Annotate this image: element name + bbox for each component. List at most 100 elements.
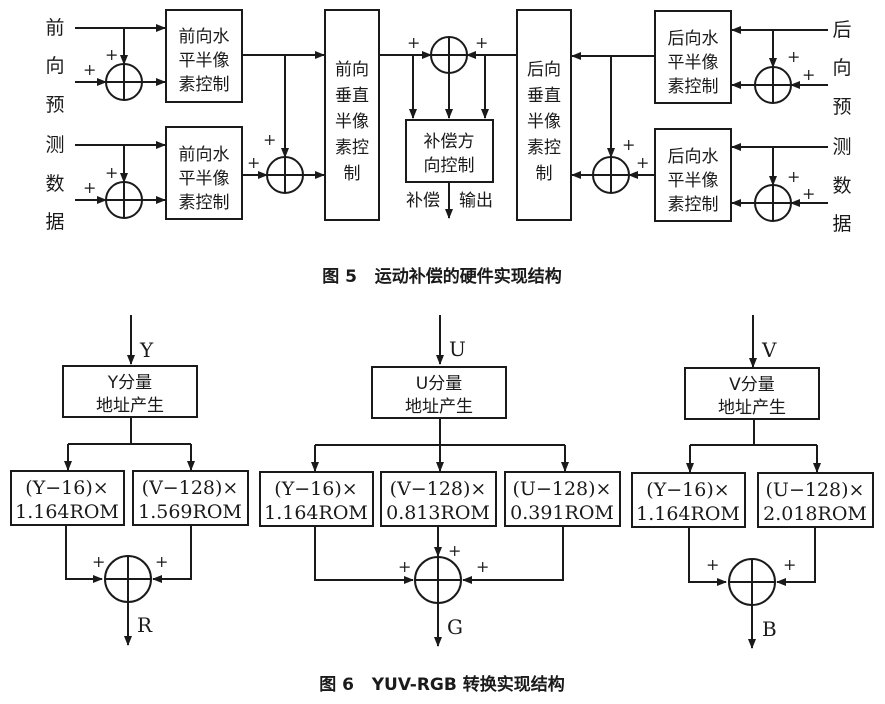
arrow bbox=[65, 525, 103, 583]
rom-text: (V−128)× bbox=[390, 478, 487, 500]
rom-block bbox=[631, 472, 746, 528]
block-text: 前向 bbox=[335, 60, 369, 80]
block-text: 向控制 bbox=[424, 156, 475, 176]
plus-sign: + bbox=[448, 541, 461, 560]
rom-text: 0.391ROM bbox=[510, 502, 614, 524]
adder-icon bbox=[266, 156, 304, 194]
block-text: 地址产生 bbox=[405, 397, 473, 417]
rom-block bbox=[757, 472, 874, 528]
rom-text: 1.164ROM bbox=[15, 501, 119, 523]
fwd-char: 数 bbox=[45, 173, 64, 195]
plus-sign: + bbox=[787, 167, 800, 186]
adder-icon bbox=[592, 156, 630, 194]
adder-icon bbox=[754, 184, 792, 222]
figure-6-caption: 图 6 YUV-RGB 转换实现结构 bbox=[319, 674, 565, 695]
plus-sign: + bbox=[475, 33, 488, 52]
figure-5: 前 向 预 测 数 据 后 向 预 测 数 据 + bbox=[45, 9, 852, 287]
adder-icon bbox=[105, 181, 143, 219]
bwd-merge-path: + + bbox=[571, 52, 654, 194]
output-label-right: 输出 bbox=[459, 191, 493, 211]
plus-sign: + bbox=[83, 60, 96, 79]
bwd-bottom-path: + + bbox=[731, 143, 828, 222]
arrow bbox=[688, 527, 727, 586]
plus-sign: + bbox=[622, 135, 635, 154]
rom-text: 2.018ROM bbox=[763, 503, 867, 525]
plus-sign: + bbox=[92, 552, 105, 571]
block-text: 后向 bbox=[527, 60, 561, 80]
bwd-char: 后 bbox=[832, 19, 851, 41]
fwd-char: 据 bbox=[45, 211, 64, 233]
plus-sign: + bbox=[247, 153, 260, 172]
plus-sign: + bbox=[105, 163, 118, 182]
fwd-bottom-path: + + bbox=[75, 141, 166, 219]
block-text: 素控 bbox=[335, 138, 369, 158]
arrow bbox=[314, 526, 414, 584]
rom-text: (U−128)× bbox=[513, 478, 612, 500]
fwd-char: 前 bbox=[45, 17, 64, 39]
block-text: 素控制 bbox=[179, 193, 230, 213]
figure-6: Y Y分量 地址产生 (Y−16)× 1.164ROM (V−128)× 1.5… bbox=[10, 315, 874, 695]
rom-block bbox=[380, 471, 497, 527]
bwd-char: 数 bbox=[832, 175, 851, 197]
plus-sign: + bbox=[706, 555, 719, 574]
plus-sign: + bbox=[105, 45, 118, 64]
rom-block bbox=[504, 471, 621, 527]
plus-sign: + bbox=[802, 65, 815, 84]
adder-icon bbox=[104, 555, 152, 603]
plus-sign: + bbox=[787, 47, 800, 66]
plus-sign: + bbox=[636, 153, 649, 172]
block-text: 后向水 bbox=[668, 29, 719, 49]
block-text: 半像 bbox=[527, 112, 561, 132]
adder-icon bbox=[414, 556, 462, 604]
rom-text: (V−128)× bbox=[142, 477, 239, 499]
bwd-char: 据 bbox=[832, 213, 851, 235]
column-g: U U分量 地址产生 (Y−16)× 1.164ROM (V−128)× 0.8… bbox=[259, 315, 621, 647]
block-text: 制 bbox=[344, 164, 361, 184]
adder-icon bbox=[754, 66, 792, 104]
fwd-merge-path: + + bbox=[242, 51, 325, 194]
output-label: B bbox=[762, 617, 777, 641]
input-label: Y bbox=[139, 338, 154, 362]
block-text: 素控制 bbox=[668, 195, 719, 215]
block-text: 前向水 bbox=[179, 27, 230, 47]
bwd-char: 向 bbox=[832, 57, 851, 79]
bwd-vertical-halfpel-block bbox=[516, 9, 572, 221]
fwd-top-path: + + bbox=[75, 24, 166, 101]
plus-sign: + bbox=[263, 130, 276, 149]
rom-block bbox=[132, 470, 249, 526]
figure-5-caption: 图 5 运动补偿的硬件实现结构 bbox=[322, 266, 562, 287]
block-text: 后向水 bbox=[668, 147, 719, 167]
block-text: 素控制 bbox=[179, 75, 230, 95]
block-text: 半像 bbox=[335, 112, 369, 132]
fwd-horizontal-halfpel-block-bottom bbox=[165, 126, 243, 220]
block-text: 素控制 bbox=[668, 77, 719, 97]
bwd-horizontal-halfpel-block-bottom bbox=[654, 128, 732, 222]
plus-sign: + bbox=[83, 178, 96, 197]
rom-block bbox=[10, 470, 125, 526]
fwd-char: 测 bbox=[45, 134, 64, 156]
plus-sign: + bbox=[783, 555, 796, 574]
plus-sign: + bbox=[476, 557, 489, 576]
block-text: 平半像 bbox=[668, 53, 719, 73]
rom-text: 1.164ROM bbox=[636, 503, 740, 525]
v-address-generator-block bbox=[684, 367, 820, 420]
block-text: 地址产生 bbox=[96, 396, 164, 416]
output-label: G bbox=[447, 615, 463, 639]
block-text: 平半像 bbox=[179, 169, 230, 189]
block-text: 垂直 bbox=[527, 86, 561, 106]
rom-text: (Y−16)× bbox=[646, 479, 729, 501]
forward-prediction-label: 前 向 预 测 数 据 bbox=[45, 17, 64, 233]
block-text: 补偿方 bbox=[424, 132, 475, 152]
plus-sign: + bbox=[398, 557, 411, 576]
bwd-top-path: + + bbox=[731, 26, 828, 104]
rom-text: (Y−16)× bbox=[274, 478, 357, 500]
adder-icon bbox=[105, 63, 143, 101]
rom-text: 1.164ROM bbox=[264, 502, 368, 524]
bwd-char: 预 bbox=[832, 96, 851, 118]
rom-text: (Y−16)× bbox=[25, 477, 108, 499]
column-b: V V分量 地址产生 (Y−16)× 1.164ROM (U−128)× 2.0… bbox=[631, 315, 874, 649]
input-label: U bbox=[449, 337, 466, 361]
plus-sign: + bbox=[407, 33, 420, 52]
output-label-left: 补偿 bbox=[406, 191, 440, 211]
